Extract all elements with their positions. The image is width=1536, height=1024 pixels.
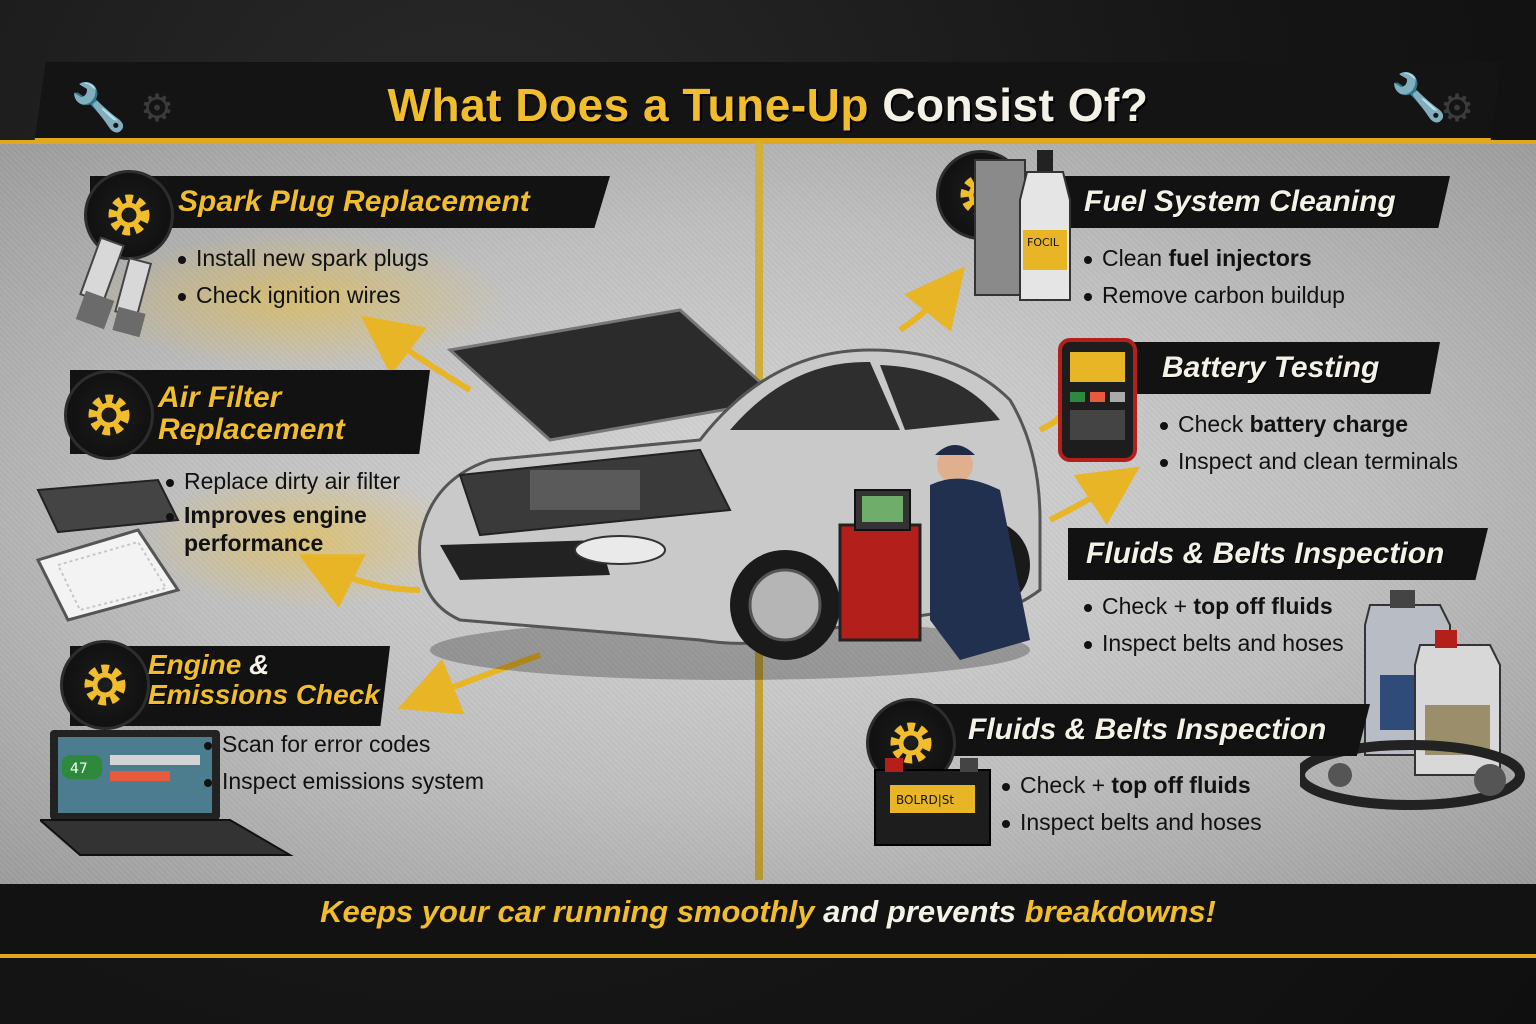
laptop-screen-code: 47: [70, 761, 88, 777]
gear-icon: [108, 194, 150, 236]
list-item: Inspect belts and hoses: [1002, 804, 1262, 841]
engine-gear-badge: [60, 640, 150, 730]
serpentine-belt-icon: [1300, 740, 1525, 810]
spark-plug-bullets: Install new spark plugs Check ignition w…: [178, 240, 429, 314]
list-item: Check battery charge: [1160, 406, 1458, 443]
oil-jug-icon: [1300, 590, 1525, 810]
list-item: Remove carbon buildup: [1084, 277, 1345, 314]
arrow-icon: [360, 315, 472, 393]
air-filter-bullets: Replace dirty air filter Improves engine…: [166, 464, 400, 556]
engine-bullets: Scan for error codes Inspect emissions s…: [204, 726, 484, 800]
footer: Keeps your car running smoothly and prev…: [0, 884, 1536, 1024]
wrench-icon: 🔧: [70, 80, 128, 134]
battery-tester-icon: [1058, 338, 1137, 462]
air-filter-gear-badge: [64, 370, 154, 460]
gear-icon: ⚙: [140, 86, 175, 130]
footer-tagline: Keeps your car running smoothly and prev…: [320, 894, 1216, 929]
list-item: Improves engine: [166, 498, 400, 532]
gear-icon: [84, 664, 126, 706]
page-title: What Does a Tune-Up Consist Of?: [387, 79, 1149, 131]
fuel-bullets: Clean fuel injectors Remove carbon build…: [1084, 240, 1345, 314]
car-battery-label: BOLRD|St: [896, 793, 954, 807]
fluids-1-bullets: Check + top off fluids Inspect belts and…: [1084, 588, 1344, 662]
fluids-2-bullets: Check + top off fluids Inspect belts and…: [1002, 767, 1262, 841]
spark-plug-banner: [90, 176, 610, 228]
footer-band: [0, 884, 1536, 958]
fluids-2-title: Fluids & Belts Inspection: [968, 713, 1327, 746]
gear-icon: [88, 394, 130, 436]
list-item: Check ignition wires: [178, 277, 429, 314]
arrow-icon: [898, 266, 965, 333]
spark-plug-gear-badge: [84, 170, 174, 260]
list-item: Inspect emissions system: [204, 763, 484, 800]
list-item: Inspect and clean terminals: [1160, 443, 1458, 480]
list-item: Clean fuel injectors: [1084, 240, 1345, 277]
laptop-icon: 47: [40, 730, 294, 856]
arrow-icon: [298, 554, 421, 608]
fuel-bottle-label: FOCIL: [1027, 236, 1060, 249]
air-filter-icon: [35, 478, 181, 622]
list-item: Check + top off fluids: [1084, 588, 1344, 625]
gear-icon: [890, 722, 932, 764]
highlight-glow: [90, 230, 510, 370]
arrow-icon: [1048, 466, 1140, 525]
arrow-icon: [397, 652, 542, 715]
spark-plug-title: Spark Plug Replacement: [178, 185, 530, 218]
list-item: Replace dirty air filter: [166, 464, 400, 498]
fluids-2-banner: [930, 704, 1370, 756]
battery-bullets: Check battery charge Inspect and clean t…: [1160, 406, 1458, 480]
wrench-icon: 🔧: [1390, 70, 1448, 124]
air-filter-title: Air Filter Replacement: [158, 381, 345, 446]
car-battery-icon: BOLRD|St: [874, 758, 991, 846]
engine-title: Engine & Emissions Check: [148, 649, 380, 710]
battery-title: Battery Testing: [1162, 351, 1380, 384]
spark-plug-icon: [75, 236, 153, 338]
header: 🔧 ⚙ 🔧 ⚙ What Does a Tune-Up Consist Of?: [0, 40, 1536, 142]
gear-icon: ⚙: [1440, 86, 1475, 130]
fuel-title: Fuel System Cleaning: [1084, 185, 1396, 218]
list-item: Scan for error codes: [204, 726, 484, 763]
fuel-bottle-icon: FOCIL: [974, 150, 1071, 301]
fluids-1-banner: [1068, 528, 1488, 580]
battery-banner: [1120, 342, 1440, 394]
fluids-1-title: Fluids & Belts Inspection: [1086, 537, 1445, 570]
list-item-continuation: performance: [184, 530, 324, 556]
list-item: Inspect belts and hoses: [1084, 625, 1344, 662]
list-item: Check + top off fluids: [1002, 767, 1262, 804]
car-illustration: [418, 308, 1042, 680]
list-item: Install new spark plugs: [178, 240, 429, 277]
fuel-banner: [1060, 176, 1450, 228]
